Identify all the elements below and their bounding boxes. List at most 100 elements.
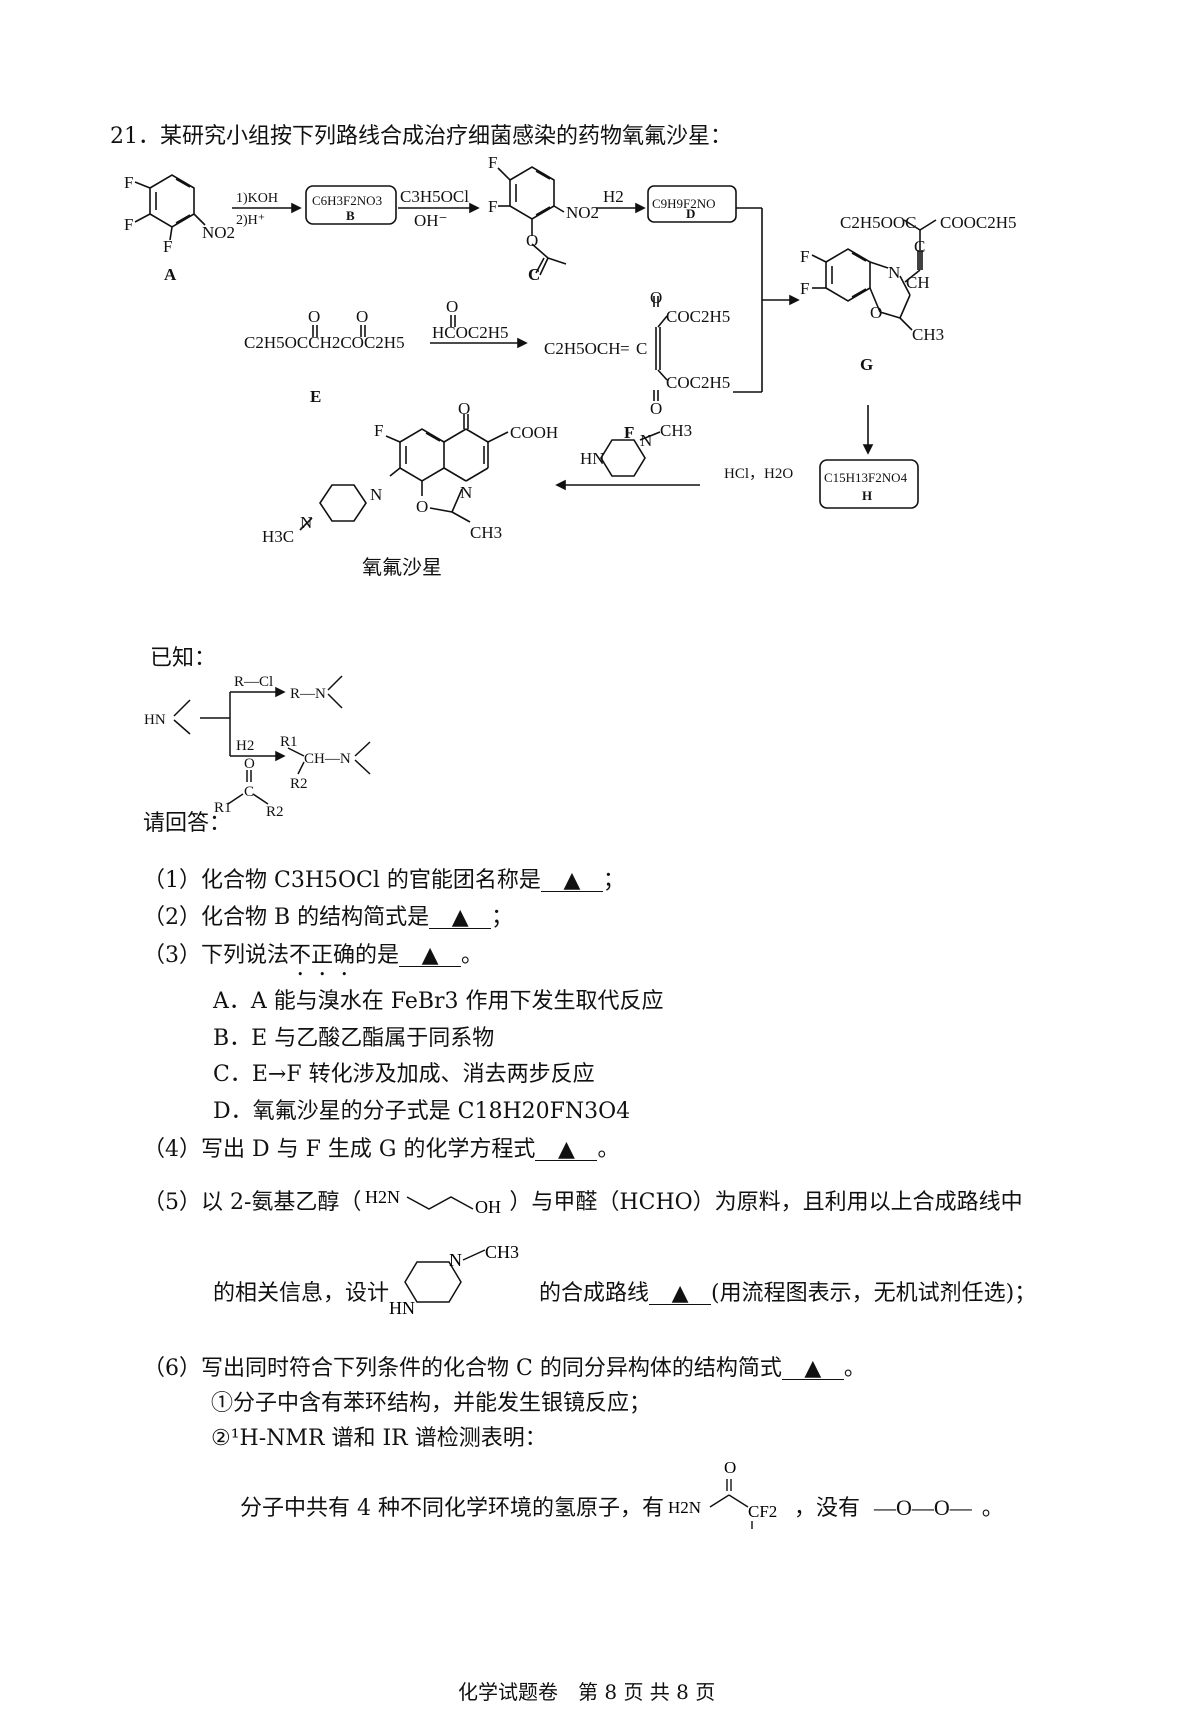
question-3: （3）下列说法不正确的是▲。 <box>143 937 483 981</box>
q5-oh: OH <box>475 1197 501 1215</box>
q2-text: （2）化合物 B 的结构简式是 <box>143 905 430 930</box>
known-reaction: HN R—Cl R—N H2 O C R1 R2 R1 CH—N R2 <box>144 674 371 820</box>
reagent-e-o: O <box>446 297 458 316</box>
g-sub-f1: F <box>800 247 809 266</box>
q5-answer-blank[interactable]: ▲ <box>649 1283 712 1305</box>
known-r2-bottom: R2 <box>266 804 284 820</box>
q5-line2-mid: 的合成路线 <box>539 1281 650 1306</box>
q3-answer-blank[interactable]: ▲ <box>399 945 462 967</box>
answer-intro: 请回答： <box>143 811 232 836</box>
compound-h-box <box>819 459 919 509</box>
question-2: （2）化合物 B 的结构简式是▲； <box>143 899 513 931</box>
reagent-e: HCOC2H5 <box>432 323 509 342</box>
product-piperazine-ring <box>319 484 367 522</box>
q2-post: ； <box>491 905 514 930</box>
label-c: C <box>528 265 540 284</box>
a-sub-f1: F <box>124 173 133 192</box>
product-cooh: COOH <box>510 423 558 442</box>
known-ch-n: CH—N <box>304 751 351 767</box>
q3-post: 。 <box>461 943 484 968</box>
known-title: 已知： <box>150 646 217 671</box>
q6-cond3-pre: 分子中共有 4 种不同化学环境的氢原子，有 <box>240 1496 664 1521</box>
q4-post: 。 <box>597 1137 620 1162</box>
g-sub-c: C <box>914 237 925 256</box>
q5-pre: （5）以 2-氨基乙醇（ <box>143 1190 362 1215</box>
question-title: 某研究小组按下列路线合成治疗细菌感染的药物氧氟沙星： <box>160 124 733 149</box>
formula-d: C9H9F2NO <box>652 196 716 211</box>
a-sub-f2: F <box>124 215 133 234</box>
reagent-piperazine-ring <box>600 439 646 477</box>
q4-text: （4）写出 D 与 F 生成 G 的化学方程式 <box>143 1137 536 1162</box>
q6-cf2: CF2 <box>748 1502 777 1521</box>
known-reagent-bottom: H2 <box>236 738 254 754</box>
option-b[interactable]: B．E 与乙酸乙酯属于同系物 <box>213 1026 495 1051</box>
q5-line2-post: (用流程图表示，无机试剂任选)； <box>711 1281 1037 1306</box>
known-c: C <box>244 784 254 800</box>
a-sub-f3: F <box>163 237 172 256</box>
q3-text: （3）下列说法 <box>143 943 289 968</box>
q1-text: （1）化合物 C3H5OCl 的官能团名称是 <box>143 868 541 893</box>
f-group2: COC2H5 <box>666 373 730 392</box>
g-sub-f2: F <box>800 279 809 298</box>
label-a: A <box>164 265 177 284</box>
compound-d-box <box>647 185 737 223</box>
label-b: B <box>346 208 355 223</box>
q6-h2n: H2N <box>668 1498 701 1517</box>
label-g: G <box>860 355 873 374</box>
question-4: （4）写出 D 与 F 生成 G 的化学方程式▲。 <box>143 1131 619 1163</box>
reagent-a-1: 1)KOH <box>236 191 278 206</box>
known-hn: HN <box>144 712 166 728</box>
q6-o: O <box>724 1458 736 1477</box>
q6-cond3-mid: ，没有 <box>794 1496 861 1521</box>
g-ester-right: COOC2H5 <box>940 213 1017 232</box>
amide-fragment: O H2N CF2 <box>664 1458 794 1529</box>
reagent-c: H2 <box>603 187 624 206</box>
known-r1-bottom: R1 <box>214 800 232 816</box>
label-product: 氧氟沙星 <box>362 556 442 579</box>
formula-b: C6H3F2NO3 <box>312 193 382 208</box>
q6-condition-2: ②¹H-NMR 谱和 IR 谱检测表明： <box>211 1426 547 1451</box>
q5-hn: HN <box>389 1298 415 1314</box>
option-d[interactable]: D．氧氟沙星的分子式是 C18H20FN3O4 <box>213 1099 631 1124</box>
known-r1: R1 <box>280 734 298 750</box>
q6-answer-blank[interactable]: ▲ <box>781 1358 844 1380</box>
f-o1: O <box>650 288 662 307</box>
e-o2: O <box>356 307 368 326</box>
q3-mid: 的是 <box>355 943 400 968</box>
q2-answer-blank[interactable]: ▲ <box>429 907 492 929</box>
label-h: H <box>862 488 872 503</box>
g-ester-left: C2H5OOC <box>840 213 917 232</box>
product-n: N <box>460 483 472 502</box>
q6-post: 。 <box>843 1356 866 1381</box>
known-reagent-top: R—Cl <box>234 674 273 690</box>
compound-b-box <box>305 185 397 225</box>
product-f: F <box>374 421 383 440</box>
synthesis-scheme: F F F NO2 A 1)KOH 2)H⁺ C6H3F2NO3 B C3H5O… <box>124 153 1017 579</box>
q1-answer-blank[interactable]: ▲ <box>540 870 603 892</box>
q6-condition-1: ①分子中含有苯环结构，并能发生银镜反应； <box>211 1391 652 1416</box>
option-a[interactable]: A．A 能与溴水在 FeBr3 作用下发生取代反应 <box>213 989 664 1014</box>
e-o1: O <box>308 307 320 326</box>
q4-answer-blank[interactable]: ▲ <box>535 1139 598 1161</box>
label-e: E <box>310 387 321 406</box>
known-o: O <box>244 756 255 772</box>
label-d: D <box>686 206 695 221</box>
reagent-b-2: OH⁻ <box>414 211 448 230</box>
question-heading: 21．某研究小组按下列路线合成治疗细菌感染的药物氧氟沙星： <box>110 118 732 150</box>
product-o: O <box>458 399 470 418</box>
reagent-n: N <box>640 431 652 450</box>
option-c[interactable]: C．E→F 转化涉及加成、消去两步反应 <box>213 1062 595 1087</box>
product-ch3: CH3 <box>470 523 502 542</box>
product-pip-n: N <box>300 513 312 532</box>
f-c: C <box>636 339 647 358</box>
g-sub-o: O <box>870 303 882 322</box>
formula-h: C15H13F2NO4 <box>824 470 908 485</box>
e-formula: C2H5OCCH2COC2H5 <box>244 333 405 352</box>
product-o2: O <box>416 497 428 516</box>
f-o2: O <box>650 399 662 418</box>
page-footer: 化学试题卷 第 8 页 共 8 页 <box>458 1680 716 1704</box>
c-sub-f1: F <box>488 153 497 172</box>
